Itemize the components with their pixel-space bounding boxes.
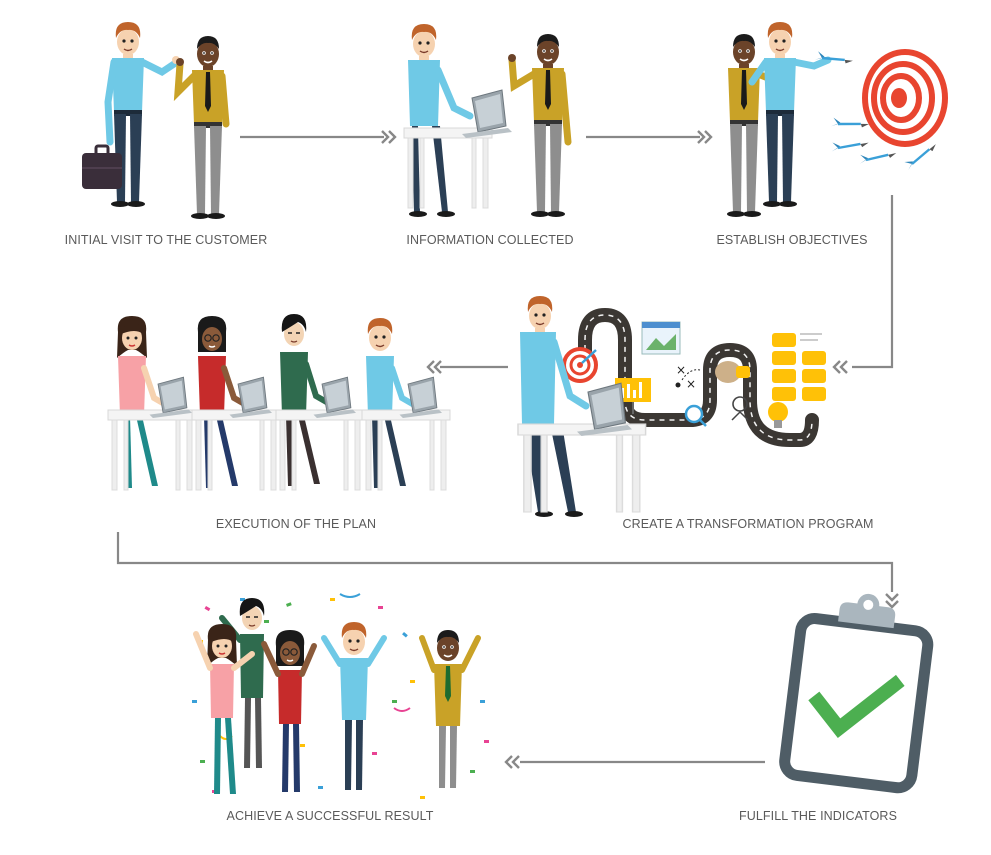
step5-illustration: × × <box>517 295 826 517</box>
arrow-step4-to-step6 <box>116 532 894 592</box>
step4-label: EXECUTION OF THE PLAN <box>215 517 377 531</box>
svg-text:×: × <box>676 363 686 377</box>
connector-arrows <box>116 129 900 770</box>
step3-illustration <box>727 21 948 217</box>
step7-label: ACHIEVE A SUCCESSFUL RESULT <box>226 809 434 823</box>
arrow-step3-to-step5 <box>852 195 894 369</box>
confetti-icon <box>192 593 489 799</box>
checkmark-icon <box>808 674 905 739</box>
briefcase-icon <box>82 144 122 189</box>
target-icon <box>862 49 948 147</box>
step2-illustration <box>403 23 572 217</box>
step1-illustration <box>82 21 230 219</box>
step1-label: INITIAL VISIT TO THE CUSTOMER <box>64 233 268 247</box>
clipboard-icon <box>779 593 934 794</box>
step3-label: ESTABLISH OBJECTIVES <box>716 233 868 247</box>
step5-label: CREATE A TRANSFORMATION PROGRAM <box>622 517 874 531</box>
step4-illustration <box>107 313 451 491</box>
step6-label: FULFILL THE INDICATORS <box>738 809 898 823</box>
step2-label: INFORMATION COLLECTED <box>406 233 574 247</box>
step7-illustration <box>192 593 489 799</box>
svg-text:×: × <box>686 377 696 391</box>
roadmap-icon: × × <box>562 307 826 447</box>
